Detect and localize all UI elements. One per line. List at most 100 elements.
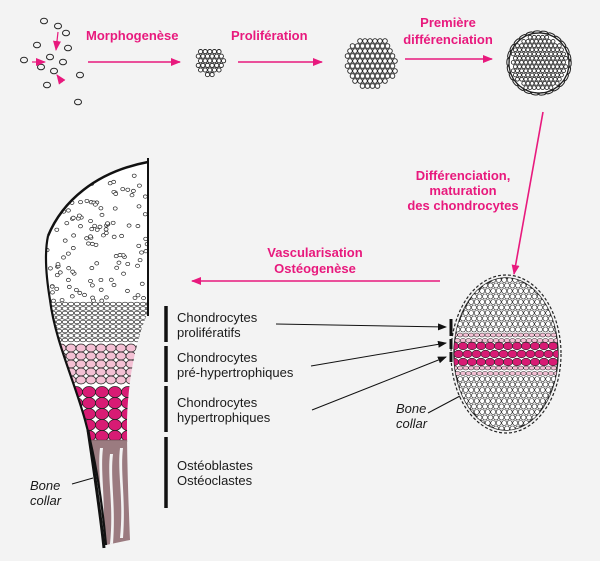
chondrocyte bbox=[465, 371, 472, 376]
prehypertrophic-chondrocyte bbox=[85, 375, 97, 385]
hypertrophic-chondrocyte bbox=[69, 430, 83, 442]
chondrocyte bbox=[465, 282, 472, 289]
proliferative-chondrocyte bbox=[79, 306, 87, 311]
chondrocyte bbox=[545, 387, 552, 393]
resting-chondrocyte bbox=[48, 266, 53, 271]
marrow-space bbox=[129, 454, 134, 544]
cell bbox=[515, 68, 520, 74]
chondrocyte bbox=[462, 321, 469, 327]
label-hypertrophiques: hypertrophiques bbox=[177, 410, 271, 425]
perichondrial-cell bbox=[559, 80, 566, 87]
label-morphogenese: Morphogenèse bbox=[86, 28, 178, 43]
cell bbox=[559, 55, 564, 61]
proliferative-chondrocyte bbox=[103, 319, 111, 325]
cell bbox=[357, 68, 363, 74]
chondrocyte bbox=[526, 315, 532, 322]
chondrocyte bbox=[509, 371, 516, 376]
chondrocyte bbox=[520, 371, 527, 376]
resting-chondrocyte bbox=[98, 206, 104, 211]
chondrocyte bbox=[512, 365, 519, 371]
cell bbox=[540, 60, 545, 65]
prehypertrophic-chondrocyte bbox=[75, 343, 87, 353]
proliferative-chondrocyte bbox=[103, 337, 111, 343]
chondrocyte bbox=[512, 398, 519, 404]
prehypertrophic-chondrocyte bbox=[65, 343, 77, 353]
cell bbox=[531, 34, 537, 40]
chondrocyte bbox=[545, 288, 552, 294]
resting-chondrocyte bbox=[45, 220, 51, 225]
hypertrophic-chondrocyte bbox=[498, 349, 509, 359]
prehypertrophic-chondrocyte bbox=[75, 367, 87, 377]
prehypertrophic-chondrocyte bbox=[105, 367, 117, 377]
chondrocyte bbox=[476, 414, 483, 421]
cell bbox=[521, 64, 526, 69]
prehypertrophic-chondrocyte bbox=[105, 343, 117, 353]
chondrocyte bbox=[487, 338, 494, 343]
chondrocyte bbox=[528, 376, 535, 382]
proliferative-chondrocyte bbox=[55, 301, 63, 307]
prehypertrophic-chondrocyte bbox=[115, 343, 127, 353]
chondrocyte bbox=[473, 409, 480, 415]
cell bbox=[364, 73, 371, 79]
cell bbox=[211, 49, 217, 55]
resting-chondrocyte bbox=[141, 296, 146, 301]
cell bbox=[529, 64, 535, 69]
cell bbox=[198, 49, 204, 55]
cell bbox=[372, 38, 378, 44]
chondrocyte bbox=[556, 420, 558, 426]
hypertrophic-chondrocyte bbox=[534, 349, 545, 359]
resting-chondrocyte bbox=[111, 234, 117, 239]
cell bbox=[202, 58, 208, 64]
label-proliferation: Prolifération bbox=[231, 28, 308, 43]
chondrocyte bbox=[534, 376, 541, 382]
cell bbox=[536, 85, 541, 90]
resting-chondrocyte bbox=[66, 284, 72, 289]
chondrocyte bbox=[460, 282, 466, 289]
resting-chondrocyte bbox=[78, 200, 83, 205]
chondrocyte bbox=[515, 304, 521, 311]
proliferative-chondrocyte bbox=[61, 328, 69, 334]
resting-chondrocyte bbox=[111, 282, 117, 288]
cell bbox=[521, 47, 526, 53]
chondrocyte bbox=[517, 321, 524, 327]
hypertrophic-chondrocyte bbox=[108, 419, 122, 431]
developing-cartilage-oval bbox=[450, 274, 562, 434]
perichondrial-cell bbox=[506, 65, 511, 74]
prehypertrophic-chondrocyte bbox=[115, 367, 127, 377]
cell bbox=[372, 78, 378, 84]
chondrocyte bbox=[531, 371, 538, 376]
chondrocyte bbox=[490, 321, 497, 327]
prehypertrophic-chondrocyte bbox=[85, 351, 97, 361]
marrow-space bbox=[109, 454, 114, 544]
chondrocyte bbox=[501, 387, 508, 393]
cell bbox=[347, 68, 353, 74]
hypertrophic-chondrocyte bbox=[548, 341, 558, 351]
prehypertrophic-chondrocyte bbox=[135, 375, 147, 385]
proliferative-chondrocyte bbox=[133, 337, 141, 343]
cell bbox=[209, 62, 215, 68]
cell bbox=[515, 60, 520, 65]
cell bbox=[529, 39, 535, 44]
chondrocyte bbox=[504, 315, 510, 322]
cell bbox=[544, 85, 550, 90]
chondrocyte bbox=[490, 310, 497, 316]
proliferative-chondrocyte bbox=[115, 324, 123, 329]
cell bbox=[352, 78, 358, 84]
resting-chondrocyte bbox=[139, 281, 145, 286]
chondrocyte bbox=[509, 282, 516, 289]
cell bbox=[527, 51, 533, 57]
hypertrophic-chondrocyte bbox=[147, 408, 149, 420]
marrow-space bbox=[119, 448, 124, 538]
label-osteoclastes: Ostéoclastes bbox=[177, 473, 253, 488]
chondrocyte bbox=[528, 409, 535, 415]
proliferative-chondrocyte bbox=[73, 306, 81, 311]
prehypertrophic-chondrocyte bbox=[55, 367, 67, 377]
chondrocyte bbox=[454, 293, 455, 300]
cell bbox=[204, 62, 211, 68]
chondrocyte bbox=[509, 304, 516, 311]
chondrocyte bbox=[482, 315, 488, 322]
chondrocyte bbox=[515, 403, 521, 410]
chondrocyte bbox=[539, 321, 546, 327]
chondrocyte bbox=[498, 371, 505, 376]
chondrocyte bbox=[506, 420, 513, 426]
